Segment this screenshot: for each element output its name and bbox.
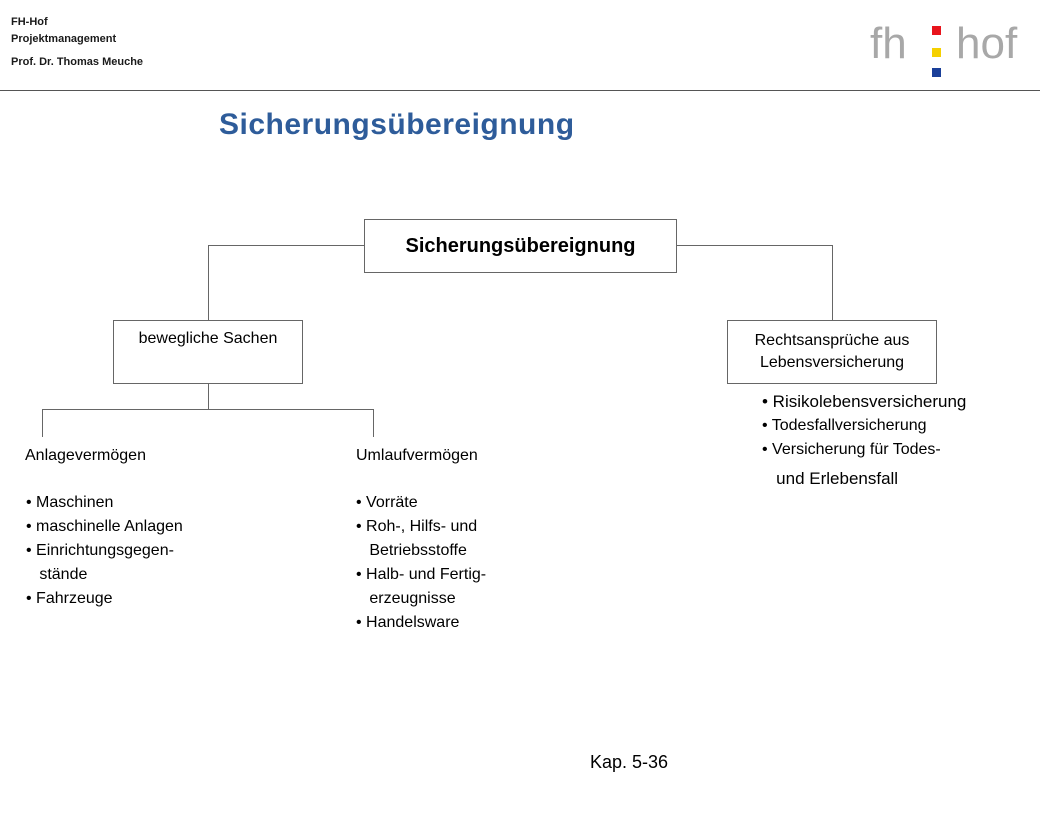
list-item: • Halb- und Fertig-: [356, 566, 487, 583]
list-item: • Vorräte: [356, 494, 418, 511]
list-item: • Versicherung für Todes-: [762, 441, 941, 458]
logo-hof-text: hof: [956, 19, 1018, 68]
logo-fh-text: fh: [870, 19, 907, 68]
connector-root-right-h: [676, 245, 833, 246]
connector-anlage-v: [42, 409, 43, 437]
connector-root-left-v: [208, 245, 209, 321]
connector-left-down: [208, 383, 209, 409]
fh-hof-logo: fh hof: [866, 18, 1031, 80]
header-course: Projektmanagement: [11, 33, 117, 45]
list-item: Betriebsstoffe: [356, 542, 467, 559]
connector-root-left-h: [208, 245, 365, 246]
page-title: Sicherungsübereignung: [219, 108, 575, 141]
list-item: • Handelsware: [356, 614, 460, 631]
node-bewegliche-sachen: bewegliche Sachen: [113, 320, 303, 384]
header-institution: FH-Hof: [11, 16, 48, 28]
root-node: Sicherungsübereignung: [364, 219, 677, 273]
header-author: Prof. Dr. Thomas Meuche: [11, 56, 144, 68]
list-item: • Todesfallversicherung: [762, 417, 927, 434]
umlauf-list: • Vorräte • Roh-, Hilfs- und Betriebssto…: [356, 491, 486, 635]
node-bewegliche-sachen-label: bewegliche Sachen: [138, 330, 278, 347]
list-item: • Maschinen: [26, 494, 114, 511]
logo-yellow-square: [932, 48, 941, 57]
umlauf-heading: Umlaufvermögen: [356, 447, 478, 464]
list-item: • Risikolebensversicherung: [762, 392, 967, 411]
connector-umlauf-v: [373, 409, 374, 437]
logo-blue-square: [932, 68, 941, 77]
logo-red-square: [932, 26, 941, 35]
connector-left-split: [42, 409, 374, 410]
header-divider: [0, 90, 1040, 91]
anlage-heading: Anlagevermögen: [25, 447, 146, 464]
root-node-label: Sicherungsübereignung: [405, 234, 636, 257]
node-rechtsansprueche: Rechtsansprüche aus Lebensversicherung: [727, 320, 937, 384]
list-item: erzeugnisse: [356, 590, 456, 607]
list-item: • Roh-, Hilfs- und: [356, 518, 478, 535]
anlage-list: • Maschinen • maschinelle Anlagen • Einr…: [26, 491, 183, 611]
list-item: und Erlebensfall: [762, 469, 899, 488]
node-rechtsansprueche-line1: Rechtsansprüche aus: [754, 332, 910, 349]
list-item: • Fahrzeuge: [26, 590, 113, 607]
node-rechtsansprueche-line2: Lebensversicherung: [759, 354, 905, 371]
list-item: • maschinelle Anlagen: [26, 518, 183, 535]
connector-root-right-v: [832, 245, 833, 321]
slide-number: Kap. 5-36: [590, 752, 669, 772]
versicherung-list: • Risikolebensversicherung • Todesfallve…: [762, 390, 966, 496]
list-item: • Einrichtungsgegen-: [26, 542, 174, 559]
list-item: stände: [26, 566, 88, 583]
